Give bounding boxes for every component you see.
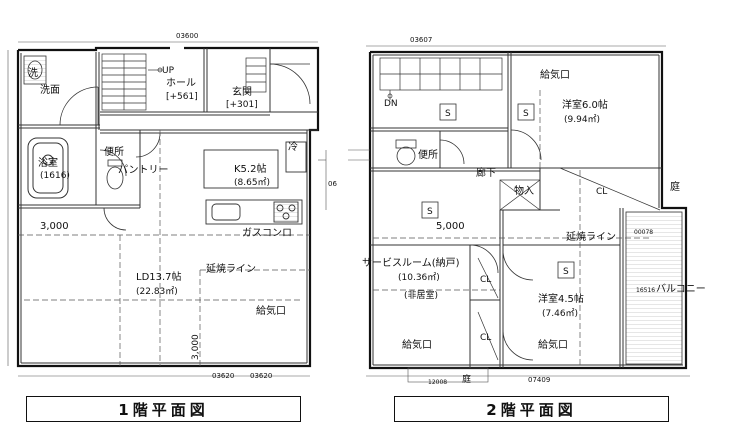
floor1-labels: 洗 洗面 UP ホール [+561] 玄関 [+301] 浴室 (1616) 便… [28,32,337,380]
f2-western2-area: (7.46㎡) [542,308,578,319]
f1-entrance-area: [+301] [226,100,258,110]
floor2-exterior [348,45,690,383]
f2-balcony-code: 16516 [636,287,655,294]
f2-side-code: 00078 [634,229,653,236]
f1-width-3000: 3,000 [40,221,69,232]
f1-toilet-label: 便所 [104,145,124,158]
floor1-bathtub [27,137,69,199]
f2-s-mark-1: S [445,109,451,119]
f2-s-mark-2: S [523,109,529,119]
f1-living-area: (22.83㎡) [136,286,178,297]
f2-service-area: (10.36㎡) [398,272,440,283]
f2-bottom-code-a: 12008 [428,379,447,386]
f1-height-3000: 3,000 [191,334,201,360]
f1-gas-stove-label: ガスコンロ [242,227,292,239]
f1-fire-line: 延焼ライン [206,263,256,275]
floor1-entrance-steps [245,57,267,93]
floor1-inner-walls [18,48,318,364]
f1-bath-label: 浴室 [38,156,58,169]
f1-washroom-label: 洗面 [40,84,60,96]
floor1-plan [7,41,327,377]
f2-width-5000: 5,000 [436,221,465,232]
f1-bath-size: (1616) [40,171,70,181]
f2-cl-bottom: CL [480,333,491,343]
f2-non-living: (非居室) [404,289,438,301]
f1-washroom-kanji: 洗 [28,67,38,79]
f1-kitchen-label: K5.2帖 [234,162,266,175]
floor1-washbasin [23,55,47,85]
floor2-toilet-fixture [395,139,417,166]
f2-western1-label: 洋室6.0帖 [562,98,608,111]
f1-top-code: 03600 [176,32,198,40]
f2-corridor-label: 廊下 [476,166,496,179]
floor2-s-boxes [421,103,575,279]
floor1-stairs [101,53,163,111]
floor1-toilet-fixture [106,159,124,190]
floor2-door-swings [439,129,542,361]
f2-air-inlet-right: 給気口 [538,338,568,351]
f2-s-mark-4: S [563,267,569,277]
f1-living-label: LD13.7帖 [136,270,182,283]
floor2-caption: 2階平面図 [394,396,669,422]
floor1-kitchen-counter [203,141,307,225]
floor2-plan [348,45,690,383]
floor2-stairs [379,57,503,100]
floor2-balcony [625,211,683,365]
f2-fire-line: 延焼ライン [566,231,616,243]
f2-storage-label: 物入 [514,184,534,197]
f2-garden-bottom: 庭 [462,373,471,385]
f1-air-inlet: 給気口 [256,304,286,317]
f1-bottom-code-b: 03620 [250,372,272,380]
f2-air-inlet-left: 給気口 [402,338,432,351]
f1-bottom-code-a: 03620 [212,372,234,380]
f2-service-room: サービスルーム(納戸) [362,256,460,269]
f1-kitchen-area: (8.65㎡) [234,177,270,188]
f1-hall-label: ホール [166,77,196,89]
f2-air-inlet-top: 給気口 [540,68,570,81]
f2-western1-area: (9.94㎡) [564,114,600,125]
f2-top-code: 03607 [410,36,432,44]
f1-up-label: UP [162,66,175,76]
f2-garden-label: 庭 [670,180,680,193]
f2-balcony-label: バルコニー [656,283,706,295]
floor1-dashed-lines [18,130,310,366]
f1-side-code: 06 [328,180,337,188]
f2-western2-label: 洋室4.5帖 [538,292,584,305]
f2-s-mark-3: S [427,207,433,217]
floor1-dim-lines [7,41,327,377]
f1-fridge-label: 冷 [288,140,298,153]
f2-cl-mid: CL [480,275,491,285]
f2-cl-top: CL [596,187,607,197]
floor2-outer-walls [368,50,688,370]
f1-hall-area: [+561] [166,92,198,102]
floor1-door-swings [59,63,311,231]
floor1-caption: 1階平面図 [26,396,301,422]
floor2-dashed-lines [373,90,650,365]
f1-entrance-label: 玄関 [232,85,252,98]
f2-dn-label: DN [384,99,398,109]
floor2-labels: 03607 DN 給気口 洋室6.0帖 (9.94㎡) S S S S 便所 廊… [362,36,706,386]
f1-pantry-label: パントリー [118,164,169,176]
floor2-closets [477,167,661,361]
f2-bottom-code-b: 07409 [528,376,550,384]
f2-toilet-label: 便所 [418,148,438,161]
